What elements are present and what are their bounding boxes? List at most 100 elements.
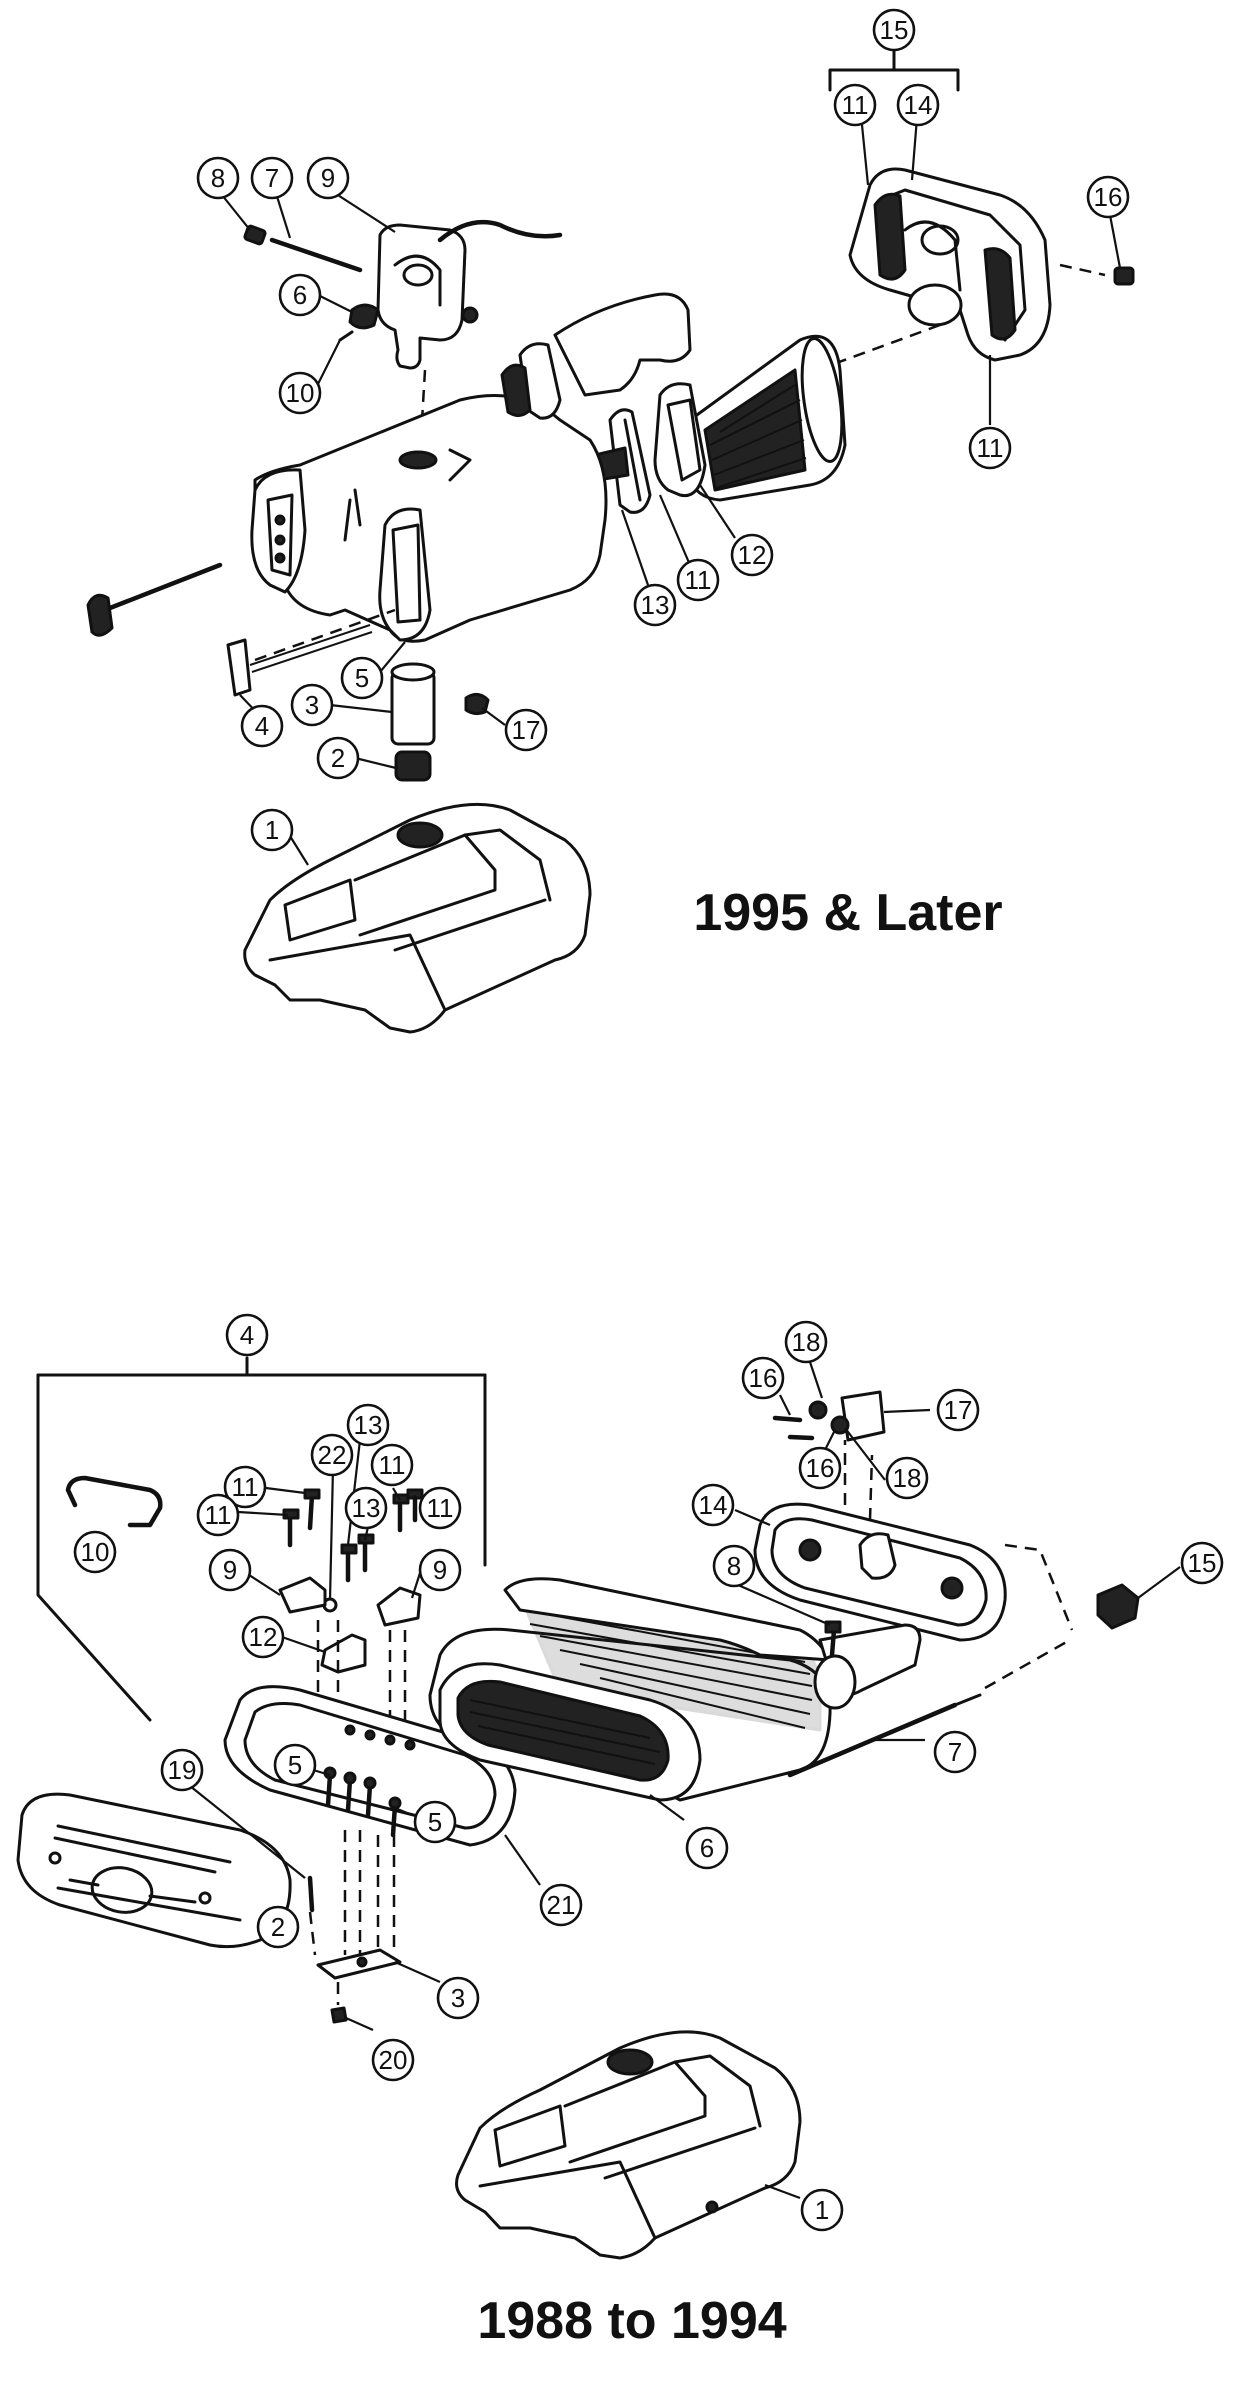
bracket-12: [320, 1633, 367, 1674]
callout-11: 11: [833, 83, 877, 127]
callout-18: 18: [784, 1320, 828, 1364]
callout-20: 20: [371, 2038, 415, 2082]
svg-text:2: 2: [271, 1912, 285, 1942]
svg-text:14: 14: [699, 1490, 728, 1520]
callout-9: 9: [208, 1548, 252, 1592]
svg-text:4: 4: [240, 1320, 254, 1350]
bracket-4: [36, 1356, 487, 1722]
callout-2: 2: [316, 736, 360, 780]
callout-1: 1: [800, 2188, 844, 2232]
svg-text:16: 16: [1094, 182, 1123, 212]
svg-text:22: 22: [318, 1440, 347, 1470]
cover-1988: [455, 2030, 802, 2260]
svg-text:8: 8: [211, 163, 225, 193]
svg-text:18: 18: [792, 1327, 821, 1357]
svg-text:18: 18: [893, 1463, 922, 1493]
part-8: [243, 224, 267, 246]
filter-element-6: [428, 1577, 832, 1802]
main-housing: [250, 394, 608, 643]
bracket-15: [828, 46, 960, 92]
svg-text:17: 17: [512, 715, 541, 745]
callout-10: 10: [278, 371, 322, 415]
section-title-1995: 1995 & Later: [693, 884, 1002, 942]
callout-5: 5: [273, 1743, 317, 1787]
cover-1995: [243, 802, 592, 1034]
bracket-17: [772, 1390, 886, 1442]
svg-text:10: 10: [286, 378, 315, 408]
svg-text:13: 13: [354, 1410, 383, 1440]
callout-19: 19: [160, 1748, 204, 1792]
svg-text:8: 8: [727, 1551, 741, 1581]
callout-7: 7: [933, 1730, 977, 1774]
callout-11: 11: [676, 558, 720, 602]
svg-text:11: 11: [232, 1472, 259, 1502]
back-plate-14: [753, 1502, 1007, 1642]
svg-text:20: 20: [379, 2045, 408, 2075]
svg-text:11: 11: [205, 1500, 232, 1530]
svg-text:5: 5: [288, 1750, 302, 1780]
oval-lid-2: [16, 1792, 292, 1949]
svg-text:11: 11: [379, 1450, 406, 1480]
callout-1: 1: [250, 808, 294, 852]
svg-text:21: 21: [547, 1890, 576, 1920]
callout-6: 6: [685, 1826, 729, 1870]
callout-3: 3: [290, 683, 334, 727]
svg-text:13: 13: [352, 1493, 381, 1523]
callout-12: 12: [730, 533, 774, 577]
callout-11: 11: [968, 426, 1012, 470]
callout-3: 3: [436, 1976, 480, 2020]
svg-text:11: 11: [977, 433, 1004, 463]
svg-text:14: 14: [904, 90, 933, 120]
callout-14: 14: [896, 83, 940, 127]
callout-17: 17: [504, 708, 548, 752]
callout-13: 13: [346, 1403, 390, 1447]
callouts-top: 15 11 14 16 11 8 7 9 6 10 13 11 12 5 4 3…: [196, 8, 1130, 852]
svg-text:16: 16: [806, 1453, 835, 1483]
svg-text:1: 1: [815, 2195, 829, 2225]
fitting-8: [813, 1620, 922, 1710]
wire-handle-10: [65, 1475, 163, 1528]
svg-text:5: 5: [355, 663, 369, 693]
rod-7: [787, 1702, 958, 1778]
nut-20: [330, 2006, 348, 2024]
callout-4: 4: [225, 1313, 269, 1357]
callout-5: 5: [340, 656, 384, 700]
tube-3: [390, 662, 436, 746]
part-16-cap: [1113, 266, 1135, 286]
back-plate-assembly: [848, 167, 1052, 362]
svg-text:11: 11: [842, 90, 869, 120]
svg-text:9: 9: [433, 1555, 447, 1585]
callout-15: 15: [1180, 1541, 1224, 1585]
svg-text:3: 3: [451, 1983, 465, 2013]
callout-16: 16: [741, 1356, 785, 1400]
svg-text:1: 1: [265, 815, 279, 845]
callout-5: 5: [413, 1800, 457, 1844]
svg-text:3: 3: [305, 690, 319, 720]
callout-9: 9: [418, 1548, 462, 1592]
saddle-piece: [500, 292, 692, 420]
svg-text:17: 17: [944, 1395, 973, 1425]
svg-text:11: 11: [427, 1493, 454, 1523]
callout-9: 9: [306, 156, 350, 200]
screw-19: [307, 1875, 315, 1913]
svg-text:12: 12: [249, 1622, 278, 1652]
svg-text:16: 16: [749, 1363, 778, 1393]
callout-11: 11: [223, 1465, 267, 1509]
bracket-9-right: [376, 1586, 422, 1627]
callout-11: 11: [418, 1486, 462, 1530]
callout-16: 16: [798, 1446, 842, 1490]
part-10-screw: [338, 330, 354, 342]
callout-15: 15: [872, 8, 916, 52]
plate-4: [226, 608, 396, 697]
svg-text:12: 12: [738, 540, 767, 570]
svg-text:6: 6: [293, 280, 307, 310]
callout-17: 17: [936, 1388, 980, 1432]
svg-text:7: 7: [265, 163, 279, 193]
latch-rod: [86, 562, 223, 637]
section-1995-later: 15 11 14 16 11 8 7 9 6 10 13 11 12 5 4 3…: [86, 8, 1135, 1034]
callout-13: 13: [344, 1486, 388, 1530]
callout-10: 10: [73, 1530, 117, 1574]
part-7-rod: [269, 237, 363, 273]
filter-element-12: [653, 334, 847, 502]
